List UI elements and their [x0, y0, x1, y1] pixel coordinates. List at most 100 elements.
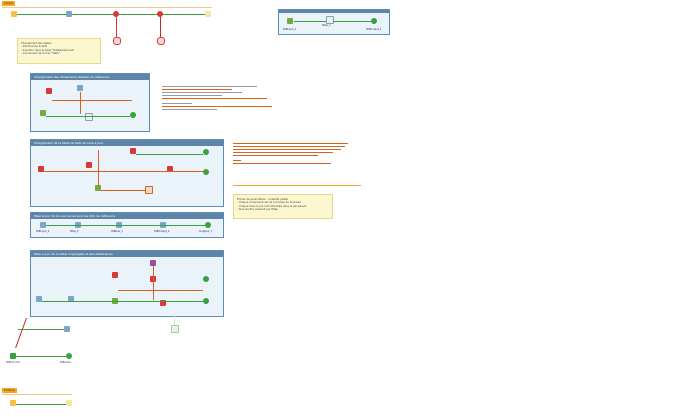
p4-input-icon[interactable]	[150, 260, 156, 266]
error-link-line	[116, 17, 117, 37]
orange-line-1	[233, 143, 348, 144]
note-line-3: - Injection dans la base "Datawarehouse"	[21, 48, 75, 52]
file-component-icon[interactable]	[66, 11, 72, 17]
tab-prejob[interactable]: Prejob	[2, 1, 16, 6]
prejob-track	[2, 7, 212, 8]
bottom-label-1: tDBCommit	[6, 361, 20, 364]
p2-output-icon[interactable]	[203, 149, 209, 155]
p2-link-2	[136, 154, 203, 155]
postjob-track	[2, 394, 72, 395]
p4-exit-link	[174, 315, 175, 329]
subjob-panel-2[interactable]: Chargement de la table de faits et mise …	[30, 139, 224, 207]
p1-row-link	[52, 100, 132, 101]
bottom-commit-icon[interactable]	[10, 353, 16, 359]
p1-lookup-icon[interactable]	[77, 85, 83, 91]
postjob-start-icon[interactable]	[10, 400, 16, 406]
context-text-block	[162, 86, 272, 110]
note2-line-2: - chaque composant est lié à la base de …	[237, 201, 301, 205]
p3-input-icon[interactable]	[40, 222, 46, 228]
mini-link-2	[333, 21, 371, 22]
p3-label-3: tDBRow_1	[111, 230, 124, 233]
mini-label-output: tDBOutput_1	[366, 28, 382, 31]
context-line-6	[162, 103, 192, 104]
mini-label-input: tDBInput_1	[283, 28, 297, 31]
p4-lookup-link	[153, 266, 154, 300]
p4-output-icon-2[interactable]	[203, 298, 209, 304]
p4-row-icon[interactable]	[160, 300, 166, 306]
p4-main-link	[42, 301, 203, 302]
p2-link-3	[98, 150, 99, 188]
bottom-close-icon[interactable]	[66, 353, 72, 359]
orange-separator	[233, 185, 361, 186]
bottom-link-top	[18, 329, 66, 330]
context-line-8	[162, 109, 217, 110]
subjob-panel-1[interactable]: Chargement des dimensions (tables) de ré…	[30, 73, 150, 132]
p1-map-icon[interactable]	[40, 110, 46, 116]
context-line-1	[162, 86, 257, 87]
tmap-icon[interactable]	[326, 16, 334, 24]
p1-output-icon[interactable]	[130, 112, 136, 118]
prejob-link-line	[14, 14, 209, 15]
postjob-link	[14, 404, 70, 405]
subjob-panel-4[interactable]: Mise à jour de la table d'agrégats et de…	[30, 250, 224, 317]
bottom-component-icon[interactable]	[64, 326, 70, 332]
p3-link	[46, 225, 205, 226]
p1-lookup-link	[80, 92, 81, 114]
p2-link-4	[101, 190, 145, 191]
p2-lookup-icon[interactable]	[130, 148, 136, 154]
note-line-4: - Lancement de la Vue "Stats"	[21, 52, 60, 56]
p2-tmap-icon[interactable]	[95, 185, 101, 191]
note2-line-3: - chaque mise à jour doit être faite dan…	[237, 204, 307, 208]
p3-log-icon[interactable]	[205, 222, 211, 228]
bottom-link	[16, 356, 66, 357]
mini-link-1	[294, 21, 326, 22]
p2-input-icon[interactable]	[38, 166, 44, 172]
p3-label-2: tMap_2	[70, 230, 79, 233]
postjob-end-icon[interactable]	[66, 400, 72, 406]
db-connection-icon[interactable]	[113, 11, 119, 17]
mini-panel-header	[279, 10, 389, 13]
input-component-icon[interactable]	[287, 18, 293, 24]
output-component-icon[interactable]	[371, 18, 377, 24]
context-line-5	[162, 98, 267, 99]
note2-line-4: - tous les flux passent par tMap	[237, 208, 278, 212]
p4-source-icon[interactable]	[36, 296, 42, 302]
db-connection-icon-2[interactable]	[157, 11, 163, 17]
p4-next-icon[interactable]	[171, 325, 179, 333]
error-link-bottom	[15, 317, 27, 349]
context-line-2	[162, 89, 232, 90]
orange-line-5	[233, 155, 318, 156]
p2-filter-icon[interactable]	[145, 186, 153, 194]
p4-source-icon-2[interactable]	[68, 296, 74, 302]
panel-4-header: Mise à jour de la table d'agrégats et de…	[31, 251, 223, 257]
context-line-4	[162, 95, 222, 96]
p2-link-1	[44, 171, 204, 172]
p3-label-1: tDBInput_2	[36, 230, 50, 233]
prejob-end-icon[interactable]	[205, 11, 211, 17]
context-line-3	[162, 92, 242, 93]
context-line-7	[162, 106, 272, 107]
p4-output-icon[interactable]	[203, 276, 209, 282]
p2-input-icon-2[interactable]	[86, 162, 92, 168]
orange-line-2	[233, 146, 345, 147]
die-icon[interactable]	[113, 37, 121, 45]
orange-line-4	[233, 152, 333, 153]
note-top-left: Chargement des tables : - Dimensions & f…	[17, 38, 101, 64]
bottom-label-2: tDBClose	[60, 361, 71, 364]
orange-line-3	[233, 149, 341, 150]
tab-postjob[interactable]: Postjob	[2, 388, 17, 393]
orange-line-7	[233, 163, 331, 164]
p4-lookup-icon[interactable]	[112, 272, 118, 278]
p1-input-icon[interactable]	[46, 88, 52, 94]
p3-label-4: tDBOutput_2	[154, 230, 170, 233]
note2-line-1: Fichier de paramètres : contexte global	[237, 198, 288, 201]
p3-label-5: tLogRow_1	[199, 230, 212, 233]
p2-output-icon-2[interactable]	[203, 169, 209, 175]
die-icon-2[interactable]	[157, 37, 165, 45]
p1-tmap-icon[interactable]	[85, 113, 93, 121]
panel-3-header: Mise à jour de la vue via les sources SQ…	[31, 213, 223, 219]
p2-row-icon[interactable]	[167, 166, 173, 172]
mini-label-tmap: tMap_1	[322, 24, 331, 27]
orange-line-6	[233, 160, 241, 161]
prejob-start-icon[interactable]	[11, 11, 17, 17]
